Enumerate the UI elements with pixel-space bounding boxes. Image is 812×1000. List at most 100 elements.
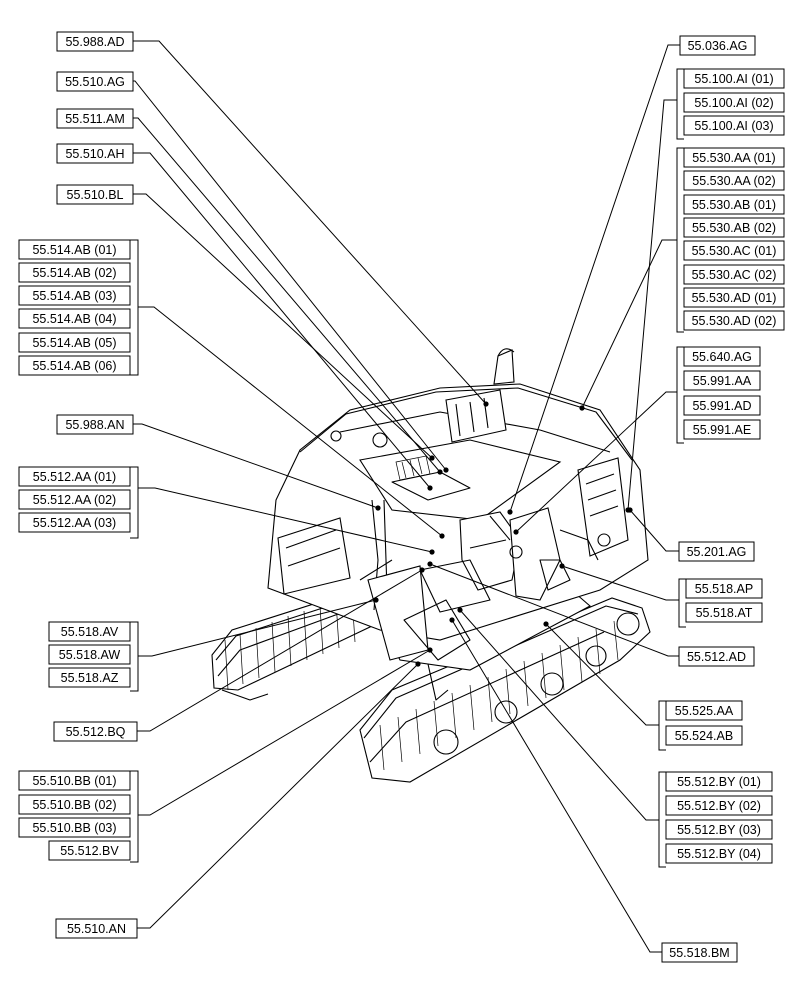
part-label-b-991-aa: 55.991.AA	[683, 370, 761, 391]
part-number-text: 55.100.AI (01)	[694, 72, 773, 86]
part-number-text: 55.510.BB (01)	[32, 774, 116, 788]
part-label-b-640-ag: 55.640.AG	[683, 346, 761, 367]
part-label-a-510-bb-01: 55.510.BB (01)	[18, 770, 131, 791]
part-label-b-530-ab-01: 55.530.AB (01)	[683, 194, 785, 215]
label-box	[683, 310, 785, 331]
part-number-text: 55.514.AB (04)	[32, 312, 116, 326]
part-label-b-991-ad: 55.991.AD	[683, 395, 761, 416]
part-number-text: 55.036.AG	[688, 39, 748, 53]
part-label-b-530-ad-01: 55.530.AD (01)	[683, 287, 785, 308]
part-label-a-512-bv: 55.512.BV	[48, 840, 131, 861]
part-label-a-510-an: 55.510.AN	[55, 918, 138, 939]
part-label-b-530-aa-01: 55.530.AA (01)	[683, 147, 785, 168]
part-number-labels: 55.988.AD55.510.AG55.511.AM55.510.AH55.5…	[18, 31, 785, 963]
label-box	[56, 71, 134, 92]
label-box	[18, 332, 131, 353]
label-box	[683, 240, 785, 261]
part-number-text: 55.991.AD	[692, 399, 751, 413]
part-number-text: 55.512.BY (01)	[677, 775, 761, 789]
right-track	[359, 597, 651, 783]
part-label-a-514-ab-01: 55.514.AB (01)	[18, 239, 131, 260]
label-box	[18, 239, 131, 260]
label-box	[661, 942, 738, 963]
part-number-text: 55.512.AD	[687, 650, 746, 664]
label-box	[18, 285, 131, 306]
part-number-text: 55.530.AC (02)	[692, 268, 777, 282]
label-box	[18, 466, 131, 487]
part-number-text: 55.518.AW	[59, 648, 121, 662]
part-label-a-514-ab-05: 55.514.AB (05)	[18, 332, 131, 353]
part-number-text: 55.100.AI (02)	[694, 96, 773, 110]
label-box	[683, 419, 761, 440]
part-number-text: 55.512.BY (03)	[677, 823, 761, 837]
part-number-text: 55.512.BQ	[66, 725, 126, 739]
label-box	[18, 512, 131, 533]
label-box	[683, 346, 761, 367]
label-box	[56, 143, 134, 164]
part-number-text: 55.514.AB (05)	[32, 336, 116, 350]
part-number-text: 55.201.AG	[687, 545, 747, 559]
label-box	[683, 264, 785, 285]
part-number-text: 55.988.AN	[65, 418, 124, 432]
part-number-text: 55.518.AT	[696, 606, 753, 620]
part-label-b-100-ai-01: 55.100.AI (01)	[683, 68, 785, 89]
label-box	[53, 721, 138, 742]
label-box	[683, 92, 785, 113]
part-number-text: 55.991.AA	[693, 374, 752, 388]
part-label-a-518-aw: 55.518.AW	[48, 644, 131, 665]
label-box	[683, 194, 785, 215]
label-box	[665, 725, 743, 746]
part-number-text: 55.530.AD (02)	[692, 314, 777, 328]
part-label-a-510-ag: 55.510.AG	[56, 71, 134, 92]
label-box	[56, 108, 134, 129]
label-box	[18, 489, 131, 510]
part-number-text: 55.512.AA (01)	[33, 470, 116, 484]
part-number-text: 55.988.AD	[65, 35, 124, 49]
part-number-text: 55.512.BY (04)	[677, 847, 761, 861]
label-box	[48, 840, 131, 861]
part-label-b-518-ap: 55.518.AP	[685, 578, 763, 599]
label-box	[18, 262, 131, 283]
label-box	[665, 843, 773, 864]
label-box	[665, 795, 773, 816]
part-label-b-530-aa-02: 55.530.AA (02)	[683, 170, 785, 191]
group-brackets	[130, 68, 686, 868]
part-number-text: 55.510.BB (03)	[32, 821, 116, 835]
excavator-illustration	[211, 348, 651, 783]
leader-points	[373, 401, 633, 667]
label-box	[683, 287, 785, 308]
label-box	[685, 602, 763, 623]
part-label-b-512-ad: 55.512.AD	[678, 646, 755, 667]
label-box	[683, 170, 785, 191]
part-number-text: 55.530.AB (02)	[692, 221, 776, 235]
label-box	[48, 644, 131, 665]
part-number-text: 55.512.AA (03)	[33, 516, 116, 530]
label-box	[18, 817, 131, 838]
part-number-text: 55.518.AP	[695, 582, 753, 596]
label-box	[683, 147, 785, 168]
part-number-text: 55.510.AG	[65, 75, 125, 89]
part-number-text: 55.510.AH	[65, 147, 124, 161]
label-box	[55, 918, 138, 939]
label-box	[665, 819, 773, 840]
part-label-a-514-ab-04: 55.514.AB (04)	[18, 308, 131, 329]
part-label-a-514-ab-02: 55.514.AB (02)	[18, 262, 131, 283]
part-number-text: 55.512.BV	[60, 844, 119, 858]
part-number-text: 55.525.AA	[675, 704, 734, 718]
part-number-text: 55.518.AV	[61, 625, 119, 639]
label-box	[48, 667, 131, 688]
part-label-a-514-ab-03: 55.514.AB (03)	[18, 285, 131, 306]
part-number-text: 55.524.AB	[675, 729, 733, 743]
part-number-text: 55.530.AA (01)	[692, 151, 775, 165]
part-label-b-100-ai-03: 55.100.AI (03)	[683, 115, 785, 136]
label-box	[56, 414, 134, 435]
part-label-b-518-at: 55.518.AT	[685, 602, 763, 623]
label-box	[683, 115, 785, 136]
part-number-text: 55.530.AB (01)	[692, 198, 776, 212]
part-number-text: 55.530.AD (01)	[692, 291, 777, 305]
part-number-text: 55.512.BY (02)	[677, 799, 761, 813]
part-label-a-512-aa-01: 55.512.AA (01)	[18, 466, 131, 487]
part-label-a-988-an: 55.988.AN	[56, 414, 134, 435]
part-label-a-510-bb-03: 55.510.BB (03)	[18, 817, 131, 838]
